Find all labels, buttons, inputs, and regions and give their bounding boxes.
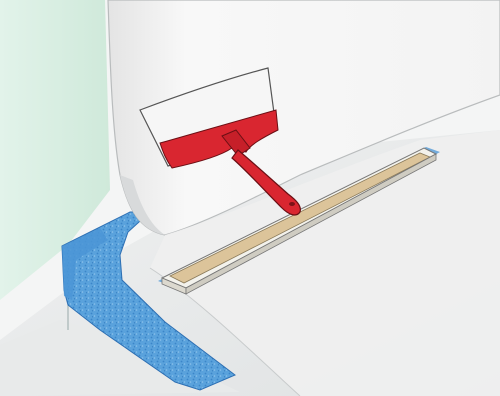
handle-hole — [289, 202, 295, 206]
